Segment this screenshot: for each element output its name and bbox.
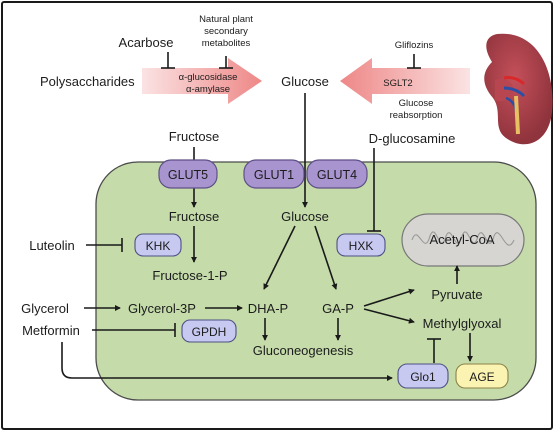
- metformin-label: Metformin: [22, 323, 80, 338]
- glut4-label: GLUT4: [317, 168, 357, 182]
- fructose-outside-label: Fructose: [169, 129, 220, 144]
- alpha-glucosidase-label: α-glucosidase: [179, 72, 238, 83]
- alpha-amylase-label: α-amylase: [186, 84, 230, 95]
- fructose-inside-label: Fructose: [169, 209, 220, 224]
- natural-metabolites-line1: Natural plant: [199, 14, 253, 25]
- glucose-inside-label: Glucose: [281, 209, 329, 224]
- d-glucosamine-label: D-glucosamine: [369, 131, 456, 146]
- glut5-label: GLUT5: [168, 168, 208, 182]
- gpdh-label: GPDH: [192, 325, 227, 339]
- arrow-glucose-gap: [314, 225, 338, 290]
- natural-metabolites-line3: metabolites: [202, 38, 251, 49]
- gluconeogenesis-label: Gluconeogenesis: [253, 343, 354, 358]
- hxk-label: HXK: [349, 239, 374, 253]
- pyruvate-label: Pyruvate: [431, 287, 482, 302]
- glycerol-3p-label: Glycerol-3P: [128, 301, 196, 316]
- acetyl-coa-label: Acetyl-CoA: [429, 232, 494, 247]
- glut1-transporter: [243, 159, 305, 189]
- fructose-1p-label: Fructose-1-P: [152, 268, 227, 283]
- gliflozins-label: Gliflozins: [395, 40, 434, 51]
- reabsorption-line1: Glucose: [399, 98, 434, 109]
- natural-metabolites-line2: secondary: [204, 26, 248, 37]
- hxk-enzyme: [336, 233, 386, 257]
- polysaccharides-label: Polysaccharides: [40, 74, 135, 89]
- age-box: [455, 363, 509, 389]
- glo1-label: Glo1: [410, 370, 436, 384]
- kidney-icon: [484, 33, 553, 145]
- luteolin-label: Luteolin: [29, 238, 75, 253]
- glut5-transporter: [158, 159, 218, 189]
- arrow-gap-pyruvate: [363, 288, 415, 307]
- gpdh-enzyme: [181, 319, 237, 343]
- dha-p-label: DHA-P: [248, 301, 288, 316]
- gut-digestion-arrow: [142, 58, 262, 104]
- methylglyoxal-label: Methylglyoxal: [423, 316, 502, 331]
- ga-p-label: GA-P: [322, 301, 354, 316]
- glut4-transporter: [306, 159, 368, 189]
- glucose-outside-label: Glucose: [281, 74, 329, 89]
- reabsorption-line2: reabsorption: [390, 110, 443, 121]
- mitochondrion: [401, 213, 525, 267]
- kidney-reabsorption-arrow: [340, 58, 470, 104]
- acarbose-label: Acarbose: [119, 35, 174, 50]
- inhibition-lines: [86, 52, 441, 363]
- khk-enzyme: [134, 233, 182, 257]
- age-label: AGE: [469, 370, 494, 384]
- glut1-label: GLUT1: [254, 168, 294, 182]
- khk-label: KHK: [146, 239, 171, 253]
- arrow-gap-methylglyoxal: [363, 308, 415, 324]
- glo1-enzyme: [397, 363, 449, 389]
- glycerol-label: Glycerol: [21, 301, 69, 316]
- arrow-metformin-glo1: [61, 342, 393, 381]
- arrow-glucose-dhap: [263, 225, 296, 290]
- sglt2-label: SGLT2: [383, 78, 412, 89]
